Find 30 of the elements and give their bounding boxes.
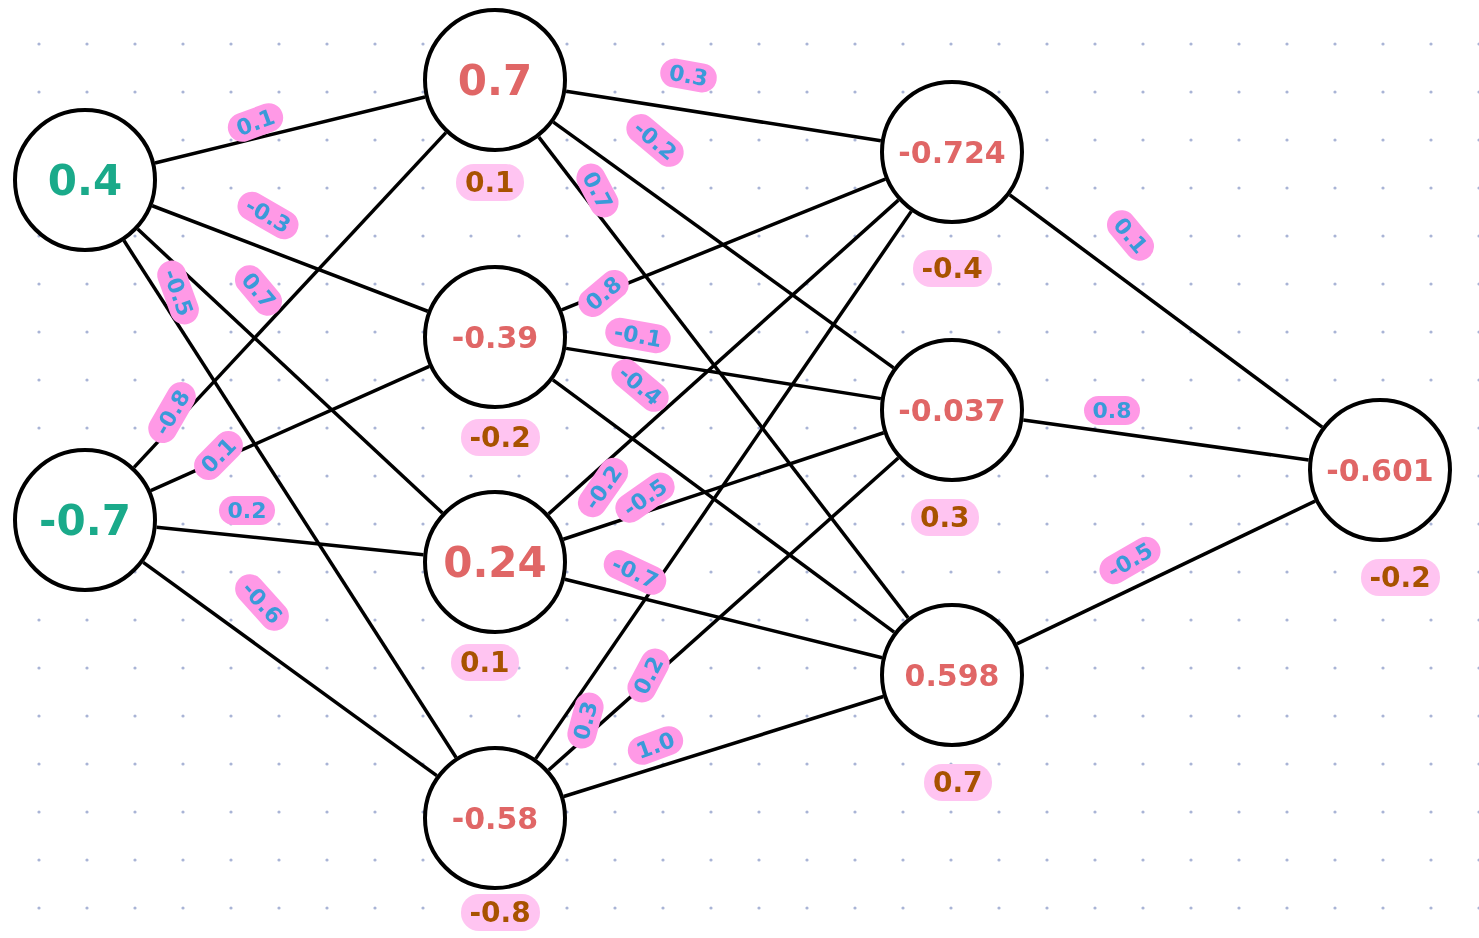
connector-line [154, 95, 426, 165]
connector-line [552, 120, 895, 370]
neuron-value: 0.598 [904, 657, 1000, 693]
connector-line [1023, 418, 1309, 462]
connector-line [565, 89, 882, 143]
connector-line [537, 136, 910, 619]
connector-line [1008, 193, 1324, 429]
neuron-value: -0.724 [898, 134, 1006, 170]
connector-line [1016, 499, 1316, 646]
connector-line [151, 204, 429, 313]
neuron-value: -0.037 [898, 392, 1006, 428]
connector-line [136, 227, 444, 515]
neuron-value: -0.58 [451, 800, 539, 836]
connector-line [565, 346, 882, 401]
neuron-value: 0.4 [47, 155, 123, 205]
connector-line [156, 525, 424, 557]
connector-line [534, 210, 913, 760]
connector-line [562, 431, 885, 541]
neuron-value: -0.601 [1326, 452, 1434, 488]
connector-line [547, 198, 900, 516]
connector-line [551, 378, 896, 634]
connector-line [122, 239, 458, 759]
neuron-value: -0.7 [39, 495, 131, 545]
neuron-value: 0.24 [443, 537, 547, 587]
neuron-value: 0.7 [457, 55, 533, 105]
connector-line [563, 694, 884, 799]
neuron-value: -0.39 [451, 319, 539, 355]
connector-line [564, 577, 883, 660]
connector-line [142, 560, 438, 778]
connector-line [132, 131, 448, 469]
